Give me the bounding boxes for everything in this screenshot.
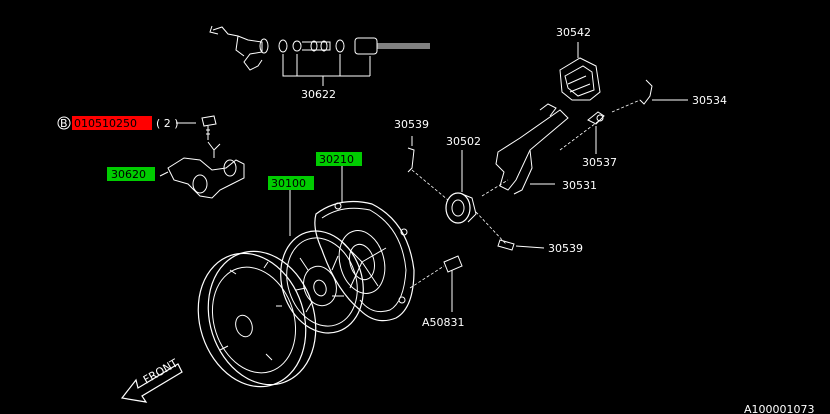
label-bolt-qty: ( 2 ) xyxy=(156,117,179,130)
clip-30539-bottom xyxy=(497,239,545,251)
label-30537: 30537 xyxy=(582,156,617,169)
pivot-30537 xyxy=(559,111,605,154)
label-A50831: A50831 xyxy=(422,316,465,329)
label-30622: 30622 xyxy=(301,88,336,101)
clip-30534 xyxy=(611,79,688,113)
label-30539-bottom: 30539 xyxy=(548,242,583,255)
label-30542: 30542 xyxy=(556,26,591,39)
release-fork-30531 xyxy=(495,103,569,195)
label-30531: 30531 xyxy=(562,179,597,192)
fork-boot-30542 xyxy=(559,42,601,101)
highlight-bolt-code xyxy=(72,116,152,130)
label-30534: 30534 xyxy=(692,94,727,107)
highlight-30210 xyxy=(316,152,362,166)
highlight-30620 xyxy=(107,167,155,181)
slave-bolt xyxy=(201,115,217,140)
clip-30539-top xyxy=(407,136,415,173)
label-30210[interactable]: 30210 xyxy=(319,153,354,166)
clutch-disc-30100 xyxy=(280,190,364,334)
label-30620[interactable]: 30620 xyxy=(111,168,146,181)
bolt-a50831 xyxy=(409,255,463,312)
marker-b-circle xyxy=(57,116,71,130)
label-front: FRONT xyxy=(141,356,180,386)
slave-cylinder-top xyxy=(209,25,430,86)
label-30502: 30502 xyxy=(446,135,481,148)
highlight-30100 xyxy=(268,176,314,190)
label-30100[interactable]: 30100 xyxy=(271,177,306,190)
diagram-id: A100001073 xyxy=(744,403,815,414)
label-30539-top: 30539 xyxy=(394,118,429,131)
label-bolt-code[interactable]: 010510250 xyxy=(74,117,137,130)
front-arrow xyxy=(120,363,183,403)
slave-cylinder-30620 xyxy=(159,141,245,199)
marker-b: B xyxy=(60,117,68,130)
clutch-cover-30210 xyxy=(314,166,415,322)
release-bearing-30502 xyxy=(411,150,509,245)
flywheel xyxy=(197,250,317,388)
